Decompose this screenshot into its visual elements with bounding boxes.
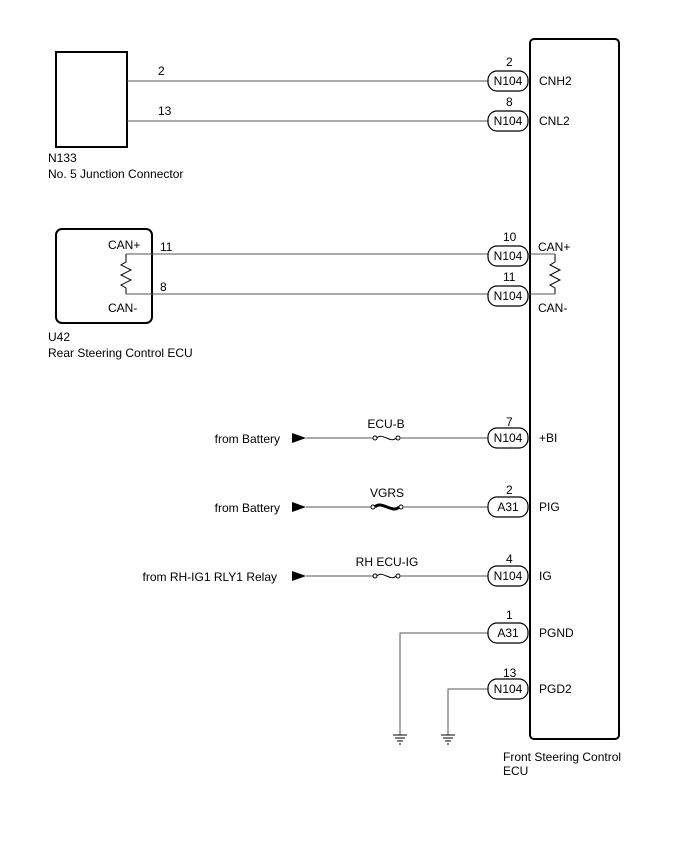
connector-n104-bi (487, 427, 529, 449)
wire-pgnd-dest-pin: 1 (506, 608, 513, 622)
wire-canh-source-pin: 11 (160, 240, 173, 254)
wire-pig-dest-pin: 2 (506, 483, 513, 497)
wire-canh-terminal: CAN+ (538, 240, 570, 254)
wire-canl-dest-pin: 11 (503, 270, 516, 284)
wire-pgnd-connector-label: A31 (497, 626, 519, 640)
connector-n104-canl (487, 285, 529, 307)
wire-ig-fuse-label: RH ECU-IG (356, 555, 419, 569)
connector-n104-cnh2 (487, 70, 529, 92)
connector-n104-ig (487, 565, 529, 587)
wire-bi: from Battery ECU-B 7 N104 +BI (215, 415, 557, 449)
front-ecu-resistor (548, 254, 562, 294)
connector-a31-pgnd (487, 622, 529, 644)
wire-cnl2-source-pin: 13 (158, 104, 172, 118)
wire-bi-fuse-label: ECU-B (367, 417, 404, 431)
rear-ecu-name: Rear Steering Control ECU (48, 346, 193, 360)
front-ecu-label-line1: Front Steering Control (503, 750, 621, 764)
wire-pig: from Battery VGRS 2 A31 PIG (215, 483, 560, 518)
wire-pgnd-terminal: PGND (539, 626, 574, 640)
wire-canl-source-pin: 8 (160, 280, 167, 294)
connector-n104-pgd2 (487, 678, 529, 700)
wire-cnl2-terminal: CNL2 (539, 114, 570, 128)
wire-pig-terminal: PIG (539, 500, 560, 514)
wire-cnl2: 13 8 N104 CNL2 (127, 95, 570, 132)
rear-ecu-resistor (119, 254, 133, 294)
wire-canl-terminal: CAN- (538, 301, 567, 315)
wire-cnh2-dest-pin: 2 (506, 55, 513, 69)
wire-bi-terminal: +BI (539, 431, 557, 445)
wire-pig-connector-label: A31 (497, 500, 519, 514)
wire-cnh2: 2 2 N104 CNH2 (127, 55, 572, 92)
wire-pgnd: 1 A31 PGND (393, 608, 574, 745)
connector-a31-pig (487, 496, 529, 518)
arrow-right-icon (292, 502, 306, 512)
junction-connector-name: No. 5 Junction Connector (48, 167, 183, 181)
rear-ecu-code: U42 (48, 330, 70, 344)
arrow-right-icon (292, 433, 306, 443)
rear-ecu-can-high-label: CAN+ (108, 238, 140, 252)
wire-canh: 11 10 N104 CAN+ (126, 230, 570, 267)
wire-bi-connector-label: N104 (494, 431, 523, 445)
wire-canl: 8 11 N104 CAN- (126, 270, 567, 315)
connector-n104-cnl2 (487, 110, 529, 132)
wire-canh-connector-label: N104 (494, 249, 523, 263)
wire-pgd2: 13 N104 PGD2 (441, 666, 572, 745)
wire-ig-connector-label: N104 (494, 569, 523, 583)
wire-bi-source: from Battery (215, 432, 280, 446)
wire-canh-dest-pin: 10 (503, 230, 517, 244)
ground-icon (441, 734, 455, 745)
junction-connector-code: N133 (48, 151, 77, 165)
arrow-right-icon (292, 571, 306, 581)
wire-ig-dest-pin: 4 (506, 552, 513, 566)
wire-canl-connector-label: N104 (494, 289, 523, 303)
wire-cnh2-source-pin: 2 (158, 64, 165, 78)
wire-cnl2-dest-pin: 8 (506, 95, 513, 109)
wire-pig-fuse-label: VGRS (370, 486, 404, 500)
wire-bi-dest-pin: 7 (506, 415, 513, 429)
rear-ecu-box (55, 228, 153, 324)
wire-cnl2-connector-label: N104 (494, 114, 523, 128)
front-ecu-box (529, 38, 620, 740)
connector-n104-canh (487, 245, 529, 267)
wire-pgd2-connector-label: N104 (494, 682, 523, 696)
wire-ig-terminal: IG (539, 569, 552, 583)
junction-connector-box (55, 51, 128, 148)
wire-pgd2-dest-pin: 13 (503, 666, 517, 680)
fuse-icon (376, 435, 397, 441)
wire-ig: from RH-IG1 RLY1 Relay RH ECU-IG 4 N104 … (143, 552, 552, 587)
wire-pig-source: from Battery (215, 501, 280, 515)
ground-icon (393, 734, 407, 745)
fuse-icon (376, 573, 397, 579)
fusible-link-icon (373, 503, 401, 511)
front-ecu-label-line2: ECU (503, 764, 528, 778)
wire-pgd2-terminal: PGD2 (539, 682, 572, 696)
wire-cnh2-terminal: CNH2 (539, 74, 572, 88)
wire-cnh2-connector-label: N104 (494, 74, 523, 88)
wire-ig-source: from RH-IG1 RLY1 Relay (143, 570, 277, 584)
rear-ecu-can-low-label: CAN- (108, 301, 137, 315)
